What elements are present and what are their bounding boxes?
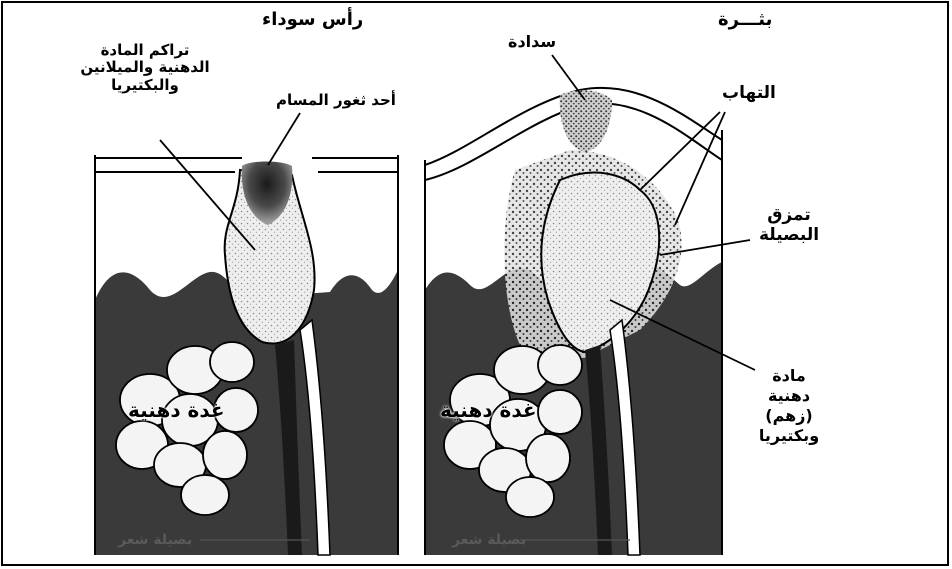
sebum-bacteria-label: مادة دهنية (زهم) وبكتيريا bbox=[752, 366, 826, 446]
left-title: رأس سوداء bbox=[262, 10, 363, 31]
pore-label: أحد ثغور المسام bbox=[276, 92, 396, 109]
right-follicle-label: بصيلة شعر bbox=[452, 532, 526, 548]
right-title: بثـــرة bbox=[718, 10, 772, 31]
plug-label: سدادة bbox=[508, 33, 556, 51]
left-follicle-label: بصيلة شعر bbox=[118, 532, 192, 548]
rupture-label: تمزق البصيلة bbox=[752, 206, 826, 245]
left-gland-label: غدة دهنية bbox=[128, 398, 225, 422]
inflammation-label: التهاب bbox=[722, 84, 776, 104]
accumulation-label: تراكم المادة الدهنية والميلانين والبكتير… bbox=[66, 42, 224, 94]
right-gland-label: غدة دهنية bbox=[440, 398, 537, 422]
